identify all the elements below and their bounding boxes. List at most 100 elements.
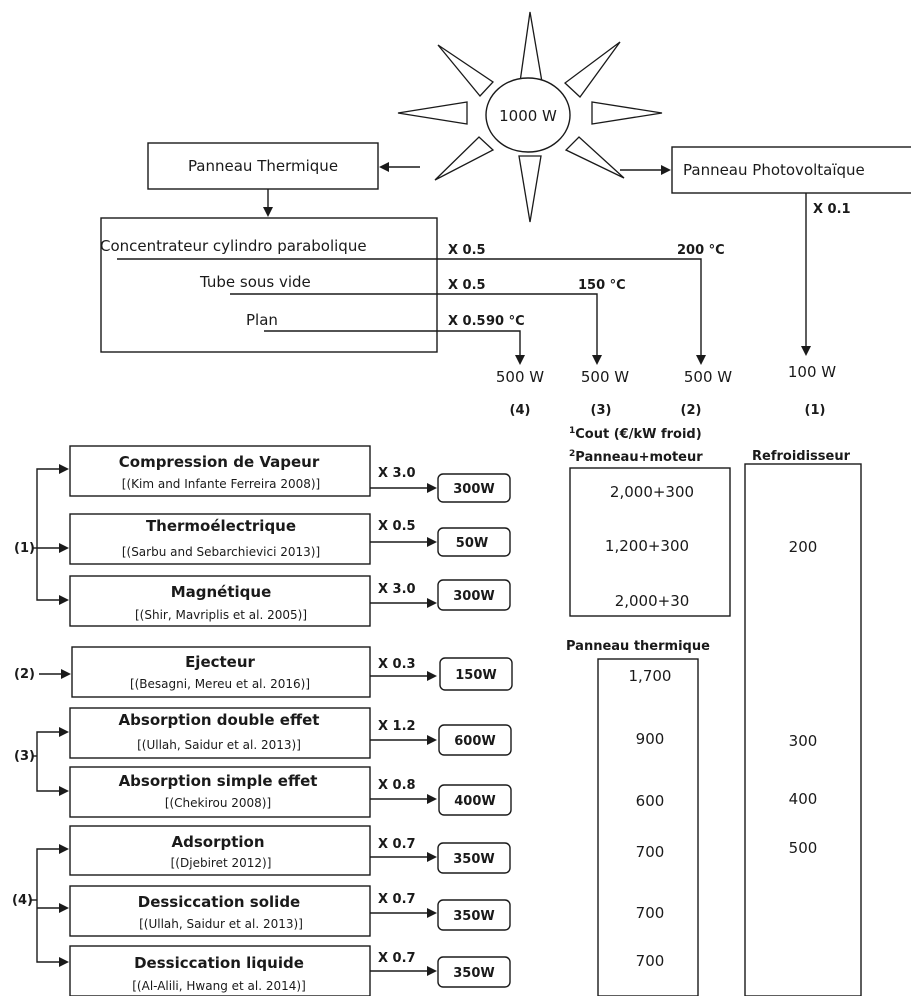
machine-arrowhead-compression — [427, 483, 437, 493]
sun-to-thermal-arrowhead — [379, 162, 389, 172]
machine-arrowhead-magnetic — [427, 598, 437, 608]
machine-name-ejector: Ejecteur — [185, 653, 255, 671]
pv-cost-table — [569, 467, 731, 617]
machine-output-box-compression — [437, 473, 511, 503]
parabolic-factor: X 0.5 — [448, 243, 486, 258]
machine-box-absorption-simple — [69, 766, 371, 818]
machine-output-desiccation-liquid: 350W — [453, 966, 494, 981]
machine-arrowhead-adsorption — [427, 852, 437, 862]
group-4-arrowhead-bottom — [59, 957, 69, 967]
refroidisseur-cost-3: 400 — [789, 790, 818, 808]
sun-ray-n — [519, 11, 543, 83]
machine-output-box-ejector — [439, 657, 513, 691]
group-3-arrowhead-top — [59, 727, 69, 737]
thermal-cost-4: 700 — [636, 843, 665, 861]
pv-cost-2: 1,200+300 — [605, 537, 689, 555]
machine-output-magnetic: 300W — [453, 589, 494, 604]
machine-box-ejector — [71, 646, 371, 698]
thermal-cost-5: 700 — [636, 904, 665, 922]
machine-box-thermoelectric — [69, 513, 371, 565]
machine-output-box-absorption-double — [438, 724, 512, 756]
machine-box-desiccation-liquid — [69, 945, 371, 996]
machine-name-absorption-double: Absorption double effet — [119, 711, 320, 729]
machine-output-absorption-double: 600W — [454, 734, 495, 749]
sun-power-label: 1000 W — [499, 107, 557, 125]
parabolic-output-line — [117, 258, 702, 355]
parabolic-output-arrowhead — [696, 355, 706, 365]
vacuum-tube-factor: X 0.5 — [448, 278, 486, 293]
machine-name-adsorption: Adsorption — [171, 833, 264, 851]
machine-ref-magnetic: [(Shir, Mavriplis et al. 2005)] — [135, 608, 307, 622]
machine-factor-absorption-double: X 1.2 — [378, 719, 416, 734]
group-label-2: (2) — [14, 667, 35, 682]
output-index-4: (4) — [510, 403, 531, 418]
machine-name-compression: Compression de Vapeur — [119, 453, 320, 471]
machine-arrowhead-desiccation-liquid — [427, 966, 437, 976]
output-power-1: 100 W — [788, 363, 836, 381]
machine-ref-ejector: [(Besagni, Mereu et al. 2016)] — [130, 677, 310, 691]
machine-output-ejector: 150W — [455, 668, 496, 683]
machine-output-compression: 300W — [453, 482, 494, 497]
machine-ref-desiccation-liquid: [(Al-Alili, Hwang et al. 2014)] — [132, 979, 306, 993]
vacuum-tube-output-arrowhead — [592, 355, 602, 365]
machine-ref-compression: [(Kim and Infante Ferreira 2008)] — [122, 477, 320, 491]
output-index-1: (1) — [805, 403, 826, 418]
machine-box-compression — [69, 445, 371, 497]
footnote-1: 1 — [569, 426, 575, 436]
machine-box-desiccation-solid — [69, 885, 371, 937]
output-index-2: (2) — [681, 403, 702, 418]
output-power-4: 500 W — [496, 368, 544, 386]
thermal-panel-label: Panneau Thermique — [188, 157, 338, 175]
sun-ray-sw — [434, 136, 495, 181]
machine-output-box-magnetic — [437, 579, 511, 611]
footnote-2: 2 — [569, 449, 575, 459]
collector-label-parabolic: Concentrateur cylindro parabolique — [100, 237, 367, 255]
vacuum-tube-output-line — [230, 293, 598, 355]
group-label-3: (3) — [14, 749, 35, 764]
machine-ref-adsorption: [(Djebiret 2012)] — [171, 856, 272, 870]
sun-ray-e — [591, 101, 663, 125]
pv-panel-box — [671, 146, 911, 194]
group-1-arrowhead-bottom — [59, 595, 69, 605]
group-4-arrowhead-mid — [59, 903, 69, 913]
group-1-arrowhead-top — [59, 464, 69, 474]
cost-header-line1: 1Cout (€/kW froid) — [569, 426, 702, 442]
output-power-3: 500 W — [581, 368, 629, 386]
vacuum-tube-temperature: 150 °C — [578, 278, 626, 293]
output-power-2: 500 W — [684, 368, 732, 386]
group-1-arrowhead-mid — [59, 543, 69, 553]
machine-arrowhead-absorption-double — [427, 735, 437, 745]
sun-ray-nw — [437, 44, 494, 97]
flat-output-line — [264, 330, 521, 355]
refroidisseur-cost-1: 200 — [789, 538, 818, 556]
machine-output-box-adsorption — [437, 842, 511, 874]
machine-box-absorption-double — [69, 707, 371, 759]
machine-name-desiccation-solid: Dessiccation solide — [138, 893, 300, 911]
cost-unit-label: Cout (€/kW froid) — [575, 427, 701, 442]
cost-header-line2: 2Panneau+moteur — [569, 449, 703, 465]
machine-ref-desiccation-solid: [(Ullah, Saidur et al. 2013)] — [139, 917, 303, 931]
machine-factor-desiccation-liquid: X 0.7 — [378, 951, 416, 966]
machine-output-box-thermoelectric — [437, 527, 511, 557]
machine-ref-absorption-double: [(Ullah, Saidur et al. 2013)] — [137, 738, 301, 752]
sun-ray-w — [397, 101, 468, 125]
machine-name-thermoelectric: Thermoélectrique — [146, 517, 296, 535]
panel-motor-label: Panneau+moteur — [575, 450, 703, 465]
machine-name-magnetic: Magnétique — [171, 583, 272, 601]
group-3-arrowhead-bottom — [59, 786, 69, 796]
group-label-4: (4) — [12, 893, 33, 908]
pv-cost-3: 2,000+30 — [615, 592, 690, 610]
machine-factor-ejector: X 0.3 — [378, 657, 416, 672]
machine-output-adsorption: 350W — [453, 852, 494, 867]
flat-output-arrowhead — [515, 355, 525, 365]
pv-panel-label: Panneau Photovoltaïque — [683, 161, 865, 179]
machine-output-box-absorption-simple — [438, 784, 512, 816]
machine-factor-adsorption: X 0.7 — [378, 837, 416, 852]
pv-output-arrowhead — [801, 346, 811, 356]
machine-output-absorption-simple: 400W — [454, 794, 495, 809]
sun-ray-s — [518, 155, 542, 223]
machine-arrowhead-thermoelectric — [427, 537, 437, 547]
machine-arrowhead-ejector — [427, 671, 437, 681]
machine-factor-compression: X 3.0 — [378, 466, 416, 481]
